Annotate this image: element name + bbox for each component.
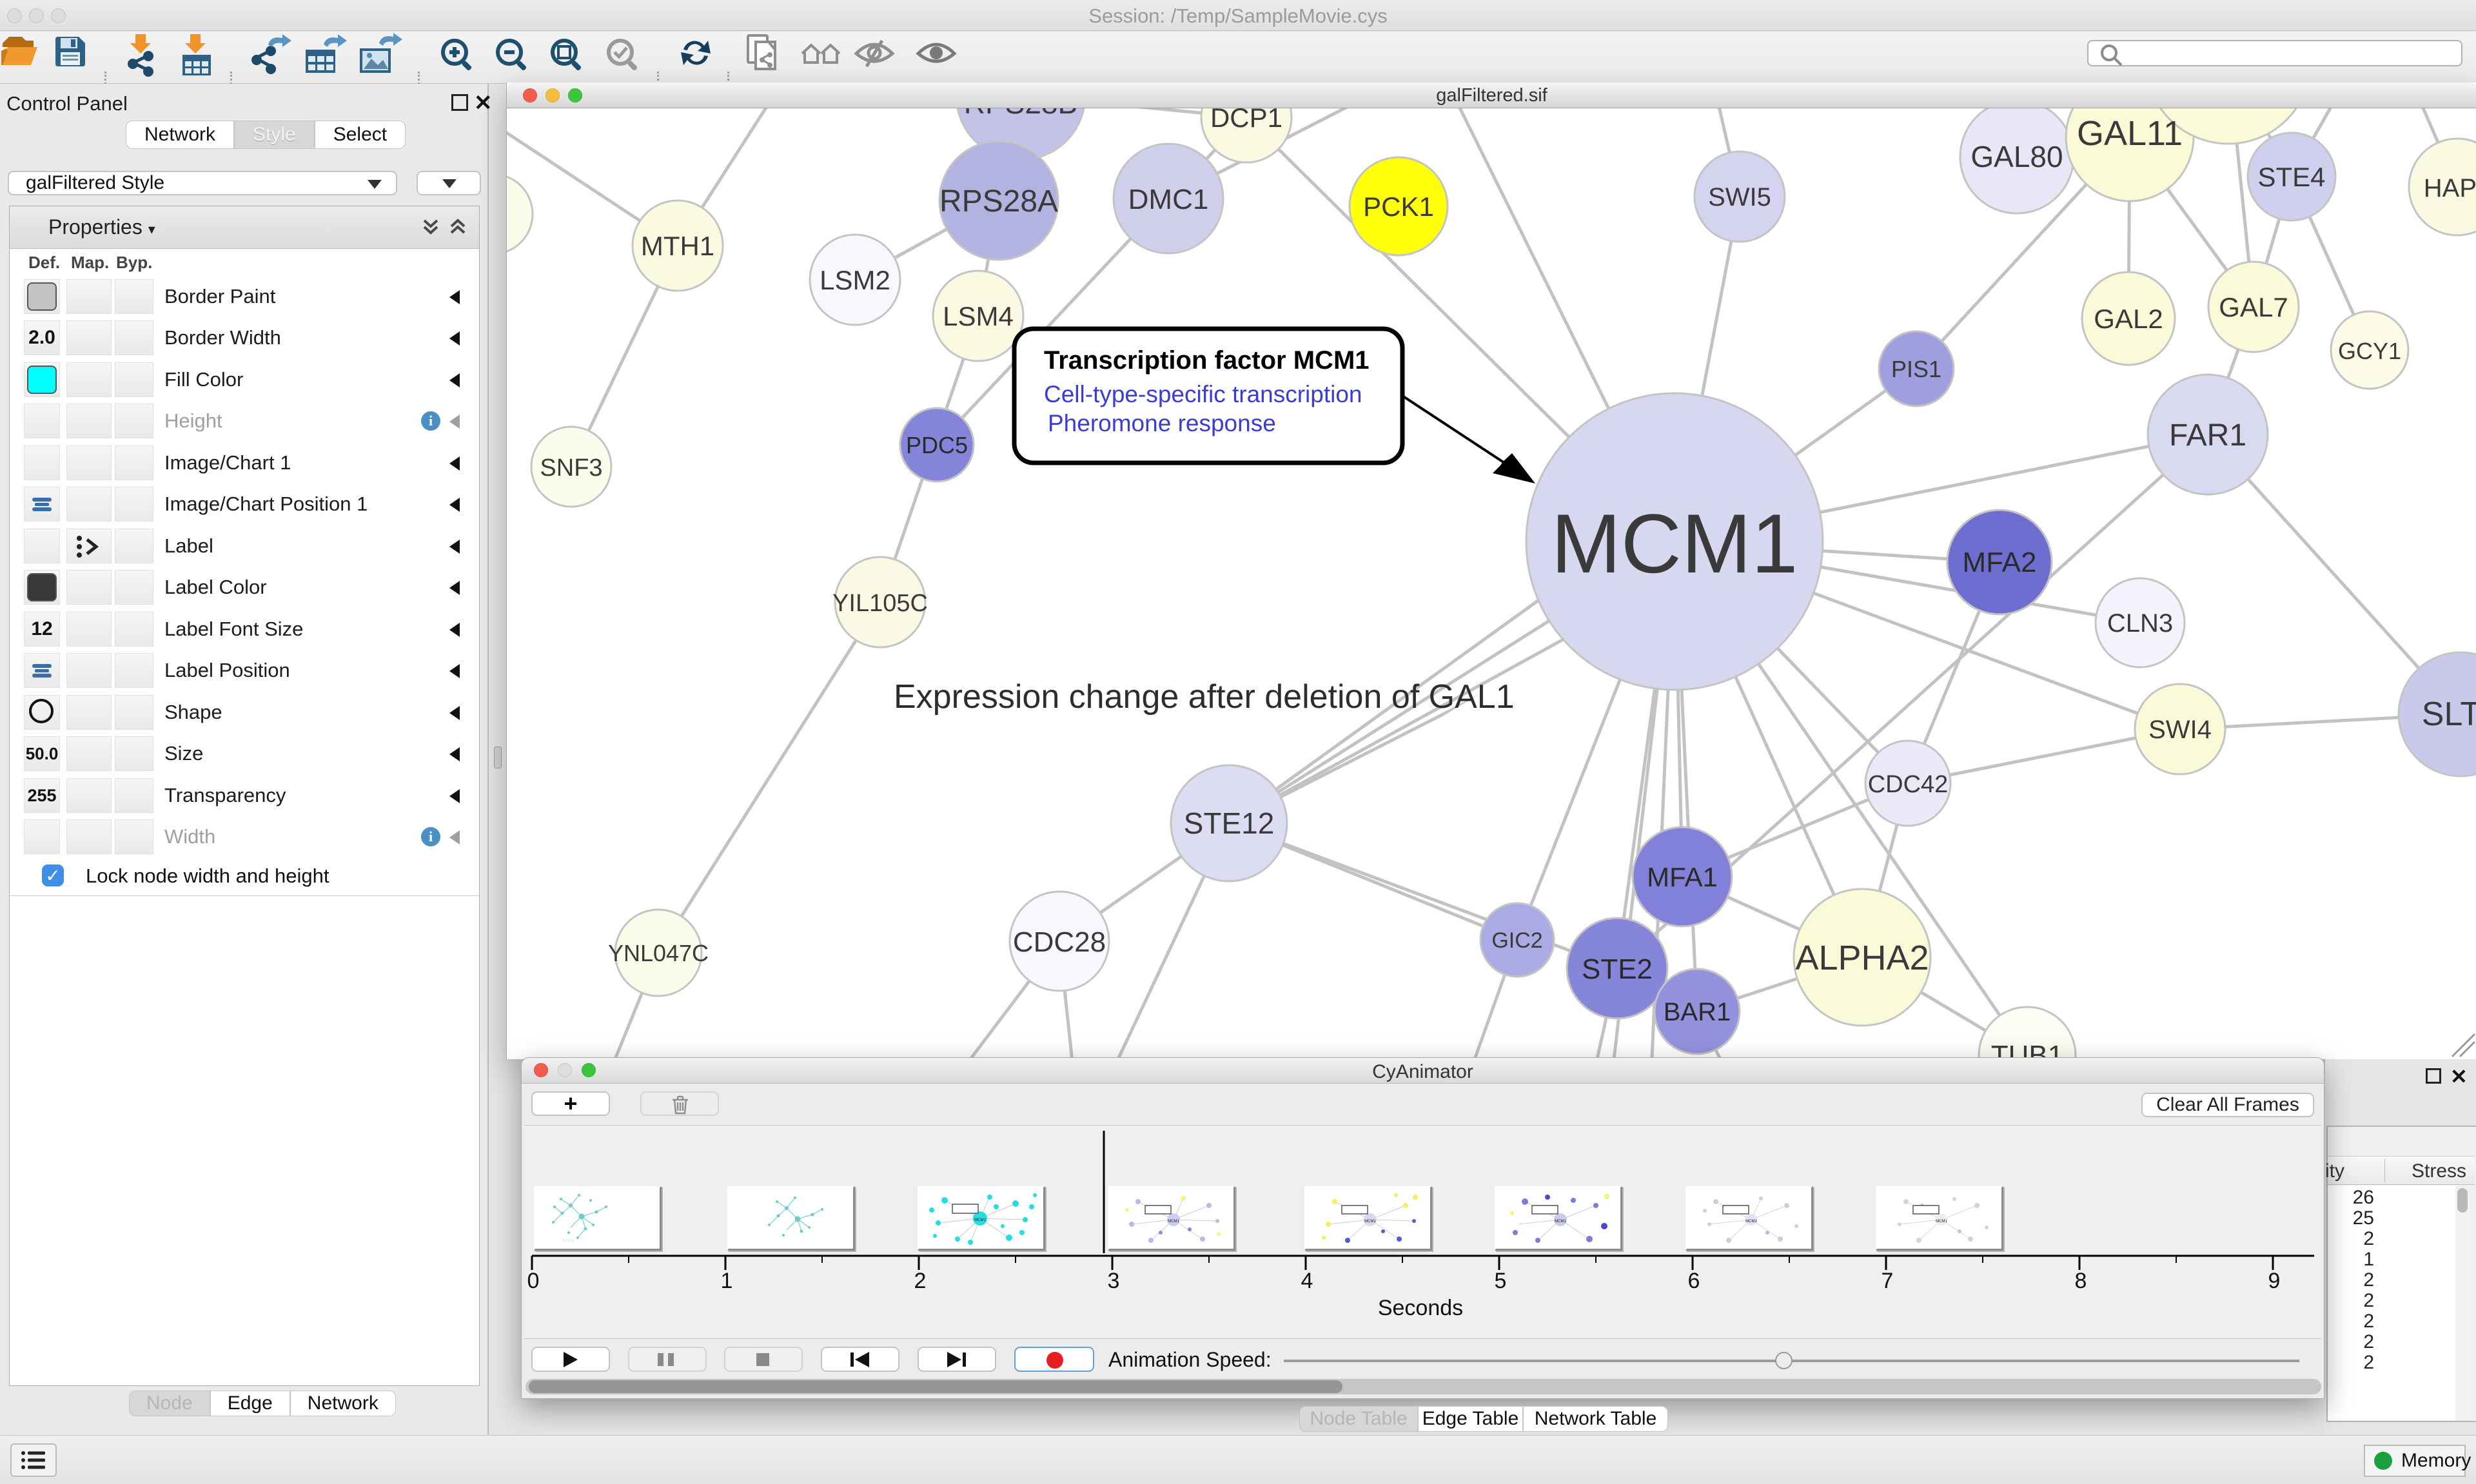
svg-text:Pheromone response: Pheromone response <box>1048 410 1276 436</box>
svg-text:SWI4: SWI4 <box>2148 716 2212 744</box>
svg-text:PCK1: PCK1 <box>1363 191 1434 222</box>
svg-text:t v h s: t v h s <box>564 1239 574 1243</box>
svg-text:Expression change after deleti: Expression change after deletion of GAL1 <box>894 678 1515 716</box>
svg-text:SNF3: SNF3 <box>540 454 602 482</box>
svg-text:PDC5: PDC5 <box>906 432 968 458</box>
svg-text:ALPHA2: ALPHA2 <box>1795 939 1929 977</box>
svg-text:SLT2: SLT2 <box>2422 696 2476 733</box>
svg-text:GIC2: GIC2 <box>1491 928 1542 953</box>
svg-text:BAR1: BAR1 <box>1664 998 1731 1026</box>
svg-text:YNL047C: YNL047C <box>608 940 709 966</box>
svg-text:Cell-type-specific transcripti: Cell-type-specific transcription <box>1044 381 1362 407</box>
svg-text:SWI5: SWI5 <box>1708 183 1771 211</box>
svg-text:MCM1: MCM1 <box>1745 1220 1757 1224</box>
svg-text:MCM1: MCM1 <box>1364 1220 1376 1224</box>
svg-text:TUB1: TUB1 <box>1991 1040 2063 1059</box>
svg-text:MCM1: MCM1 <box>1551 496 1798 591</box>
svg-text:PIS1: PIS1 <box>1891 356 1941 382</box>
svg-text:MFA2: MFA2 <box>1963 547 2037 578</box>
svg-text:STE12: STE12 <box>1184 806 1275 840</box>
svg-text:CDC42: CDC42 <box>1868 771 1949 798</box>
svg-text:Transcription factor MCM1: Transcription factor MCM1 <box>1044 346 1370 375</box>
svg-text:CDC28: CDC28 <box>1013 926 1106 958</box>
svg-text:MFA1: MFA1 <box>1647 862 1718 892</box>
svg-text:STE2: STE2 <box>1582 953 1653 985</box>
svg-text:YIL105C: YIL105C <box>832 590 928 617</box>
svg-text:DMC1: DMC1 <box>1128 184 1209 215</box>
svg-text:FAR1: FAR1 <box>2169 418 2246 453</box>
svg-text:LSM4: LSM4 <box>943 301 1014 331</box>
svg-text:LSM2: LSM2 <box>820 265 890 295</box>
svg-text:GAL7: GAL7 <box>2219 292 2288 322</box>
svg-text:HAP2: HAP2 <box>2424 174 2476 202</box>
svg-text:RPS28A: RPS28A <box>939 184 1058 219</box>
svg-text:MCM1: MCM1 <box>974 1218 986 1222</box>
svg-text:RPS28B: RPS28B <box>964 108 1077 120</box>
svg-text:CLN3: CLN3 <box>2107 609 2173 638</box>
svg-text:MTH1: MTH1 <box>641 231 714 261</box>
svg-text:DCP1: DCP1 <box>1210 108 1282 133</box>
svg-text:MCM1: MCM1 <box>1936 1220 1947 1224</box>
svg-text:MCM1: MCM1 <box>1168 1220 1179 1224</box>
svg-text:STE4: STE4 <box>2257 162 2325 192</box>
svg-text:MCM1: MCM1 <box>1555 1220 1566 1224</box>
svg-text:GAL80: GAL80 <box>1970 140 2063 173</box>
svg-text:GAL2: GAL2 <box>2094 304 2163 334</box>
svg-text:GAL11: GAL11 <box>2077 114 2183 153</box>
svg-text:GCY1: GCY1 <box>2338 338 2401 364</box>
